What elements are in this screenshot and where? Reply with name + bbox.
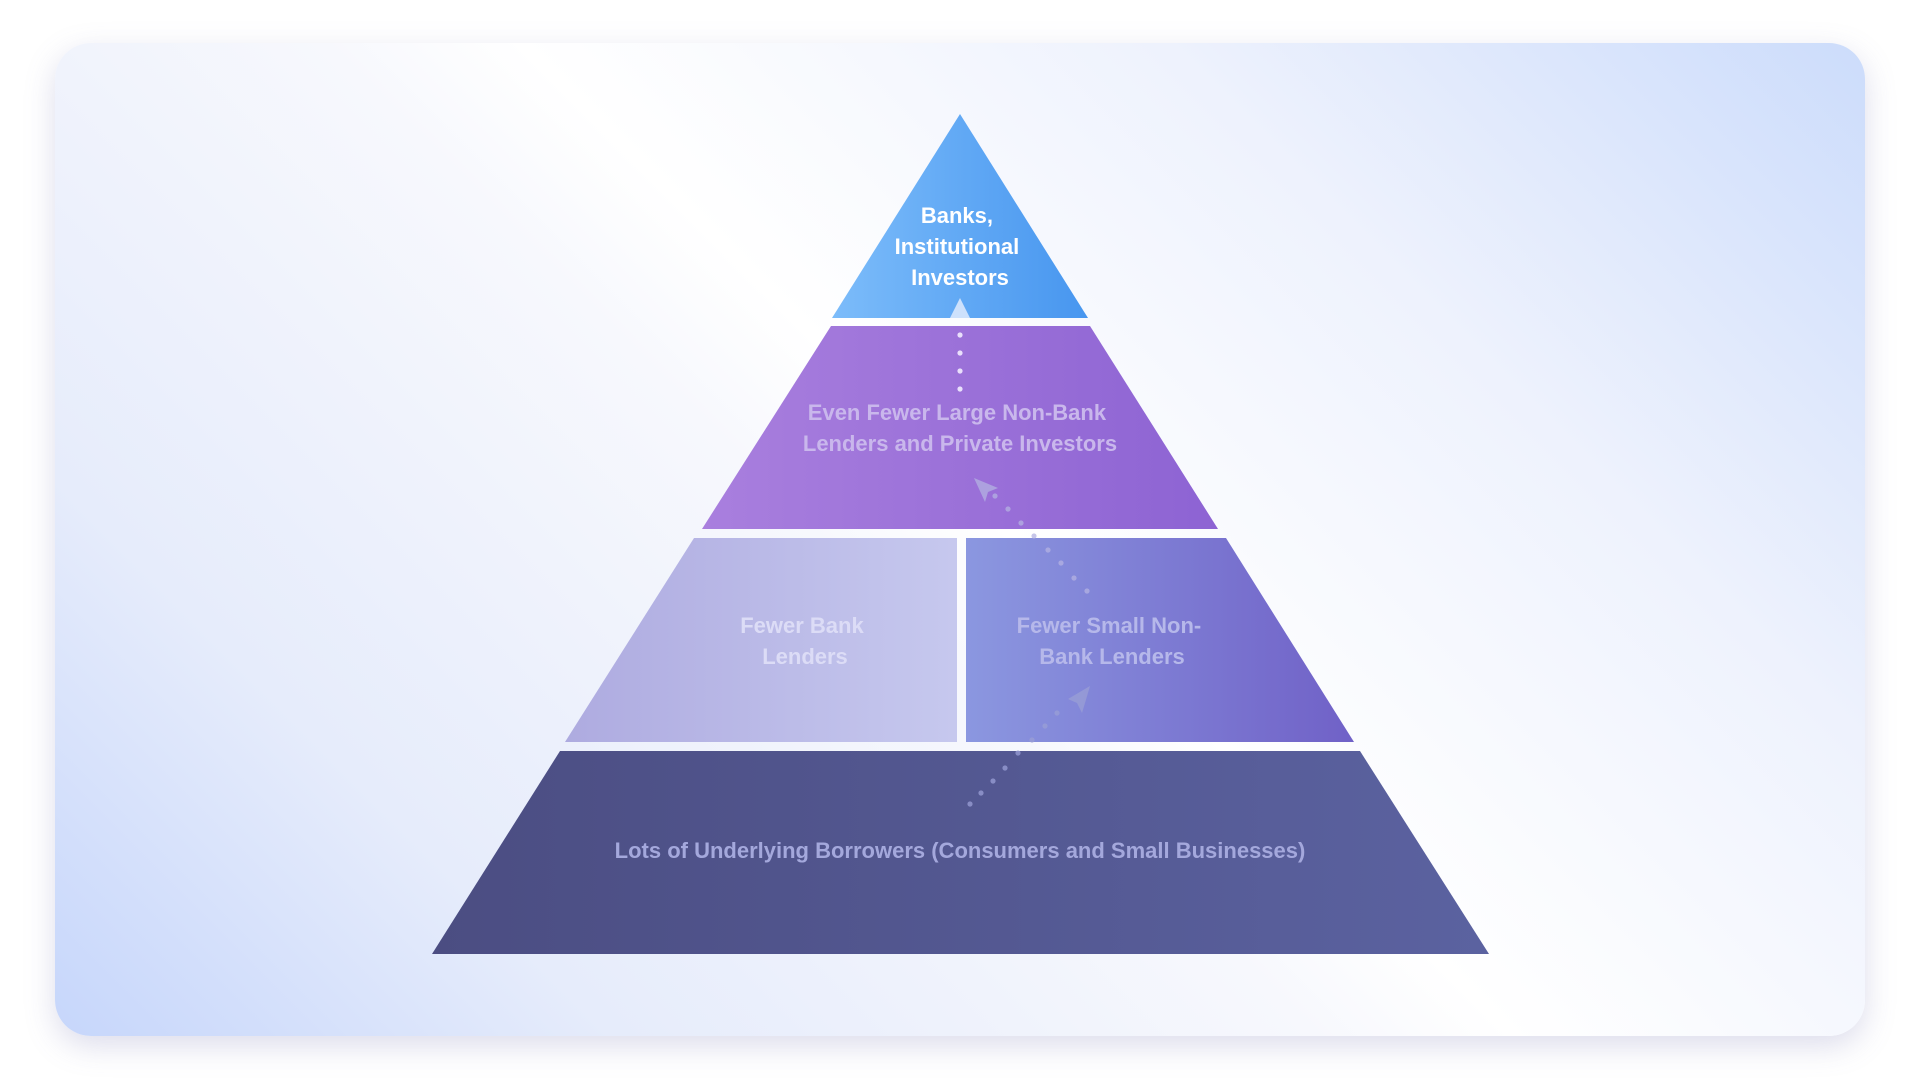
label-tier-bank-lenders: Fewer Bank Lenders [740, 613, 870, 669]
tier-borrowers [432, 751, 1489, 954]
tier-bank-lenders [565, 538, 957, 742]
flow-arrow-large-to-banks [950, 298, 970, 392]
slide-card: Banks, Institutional Investors Even Fewe… [55, 43, 1865, 1036]
label-tier-small-non-bank: Fewer Small Non- Bank Lenders [1017, 613, 1208, 669]
tier-large-non-bank [702, 326, 1218, 529]
tier-small-non-bank [966, 538, 1354, 742]
label-tier-large-non-bank: Even Fewer Large Non-Bank Lenders and Pr… [803, 400, 1117, 456]
pyramid-diagram: Banks, Institutional Investors Even Fewe… [432, 114, 1489, 954]
label-tier-banks: Banks, Institutional Investors [895, 203, 1026, 290]
flow-arrow-small-non-bank-to-large [974, 478, 1090, 594]
tier-banks-institutional [832, 114, 1088, 318]
label-tier-borrowers: Lots of Underlying Borrowers (Consumers … [615, 838, 1306, 863]
flow-arrow-borrowers-to-small-non-bank [967, 686, 1090, 807]
